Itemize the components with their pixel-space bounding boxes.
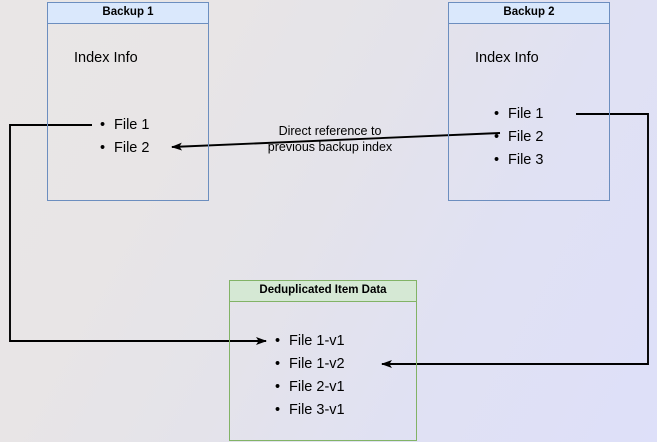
- node-backup2-body: Index Info File 1 File 2 File 3: [448, 24, 610, 201]
- edge-backup2-to-dedup: [381, 113, 649, 368]
- list-item: File 3-v1: [275, 399, 345, 422]
- edge-label-line-2: previous backup index: [267, 140, 393, 154]
- node-backup2[interactable]: Backup 2 Index Info File 1 File 2 File 3: [448, 2, 610, 201]
- edge-backup2-to-backup1: [171, 132, 501, 151]
- list-item: File 1-v1: [275, 330, 345, 353]
- node-backup1[interactable]: Backup 1 Index Info File 1 File 2: [47, 2, 209, 201]
- edge-backup1-to-dedup: [9, 124, 267, 345]
- list-item: File 2: [100, 137, 149, 160]
- list-item: File 3: [494, 149, 543, 172]
- node-backup1-header: Backup 1: [47, 2, 209, 24]
- node-deduplicated-item-data[interactable]: Deduplicated Item Data File 1-v1 File 1-…: [229, 280, 417, 441]
- node-backup1-body: Index Info File 1 File 2: [47, 24, 209, 201]
- node-dedup-item-list: File 1-v1 File 1-v2 File 2-v1 File 3-v1: [275, 330, 345, 422]
- node-backup1-subtitle: Index Info: [74, 50, 138, 66]
- node-backup2-item-list: File 1 File 2 File 3: [494, 103, 543, 172]
- list-item: File 1: [100, 114, 149, 137]
- list-item: File 2-v1: [275, 376, 345, 399]
- node-dedup-header: Deduplicated Item Data: [229, 280, 417, 302]
- node-backup2-header: Backup 2: [448, 2, 610, 24]
- node-backup1-item-list: File 1 File 2: [100, 114, 149, 160]
- list-item: File 1-v2: [275, 353, 345, 376]
- edge-label-direct-reference: Direct reference to previous backup inde…: [245, 123, 415, 155]
- node-dedup-body: File 1-v1 File 1-v2 File 2-v1 File 3-v1: [229, 302, 417, 441]
- list-item: File 2: [494, 126, 543, 149]
- node-backup2-subtitle: Index Info: [475, 50, 539, 66]
- list-item: File 1: [494, 103, 543, 126]
- edge-label-line-1: Direct reference to: [278, 124, 382, 138]
